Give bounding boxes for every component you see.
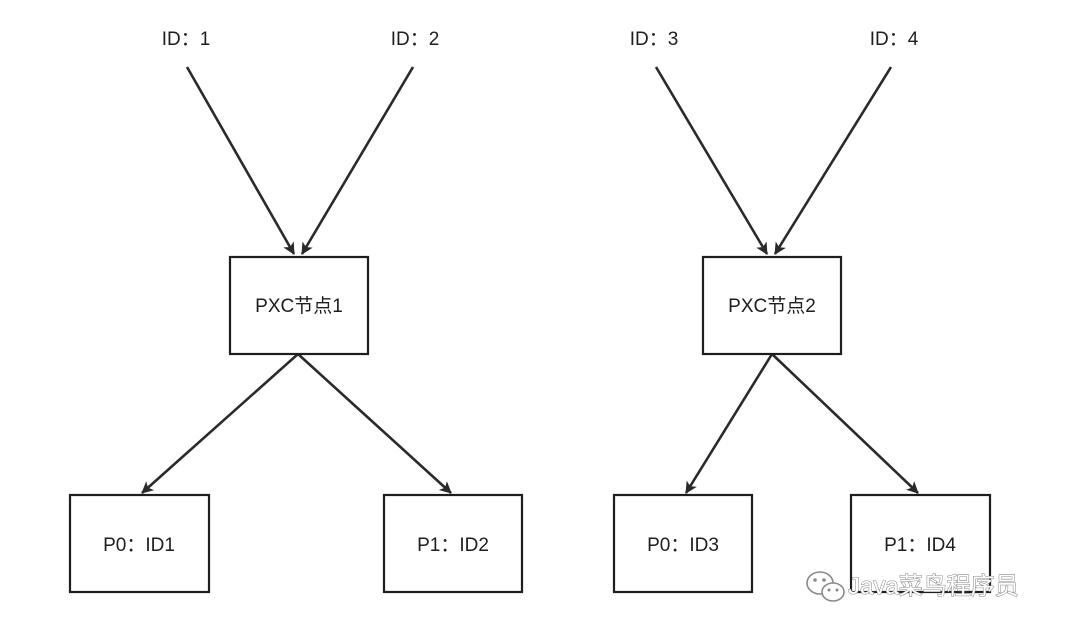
- pxc-node-1-box: [228, 255, 370, 356]
- partition-p0-id3-box: [612, 493, 754, 594]
- edge-id1-to-pxc1: [185, 66, 296, 255]
- input-label-id4: ID：4: [870, 29, 919, 50]
- edges: [141, 66, 919, 494]
- edge-id4-to-pxc2: [773, 66, 893, 255]
- edge-pxc1-to-p1a: [297, 353, 452, 494]
- watermark: Java菜鸟程序员: [806, 571, 1019, 602]
- input-label-id3: ID：3: [630, 29, 679, 50]
- partition-p1-id4-label: P1：ID4: [884, 535, 956, 556]
- edge-pxc2-to-p1b: [771, 353, 919, 494]
- wechat-icon: [806, 571, 845, 602]
- edge-pxc1-to-p0a: [141, 353, 299, 494]
- partition-p0-id1-label: P0：ID1: [103, 535, 175, 556]
- pxc-node-1: PXC节点1: [228, 255, 370, 356]
- pxc-node-1-label: PXC节点1: [255, 295, 343, 317]
- edge-pxc2-to-p0b: [684, 353, 774, 494]
- input-labels: ID：1 ID：2 ID：3 ID：4: [162, 29, 919, 50]
- partition-p0-id1: P0：ID1: [68, 493, 211, 594]
- pxc-node-2-label: PXC节点2: [728, 295, 816, 317]
- pxc-node-2-box: [701, 255, 843, 356]
- input-label-id1: ID：1: [162, 29, 211, 50]
- pxc-node-2: PXC节点2: [701, 255, 843, 356]
- edge-id3-to-pxc2: [654, 66, 769, 255]
- partition-p1-id4: P1：ID4: [849, 493, 992, 594]
- edge-id2-to-pxc1: [300, 66, 415, 255]
- partition-p0-id3-label: P0：ID3: [647, 535, 719, 556]
- partition-p1-id4-box: [849, 493, 992, 594]
- input-label-id2: ID：2: [391, 29, 440, 50]
- partition-p1-id2: P1：ID2: [382, 493, 524, 594]
- watermark-text: Java菜鸟程序员: [848, 573, 1019, 600]
- partition-p1-id2-box: [382, 493, 524, 594]
- partition-p0-id1-box: [68, 493, 211, 594]
- partition-p0-id3: P0：ID3: [612, 493, 754, 594]
- partition-p1-id2-label: P1：ID2: [417, 535, 489, 556]
